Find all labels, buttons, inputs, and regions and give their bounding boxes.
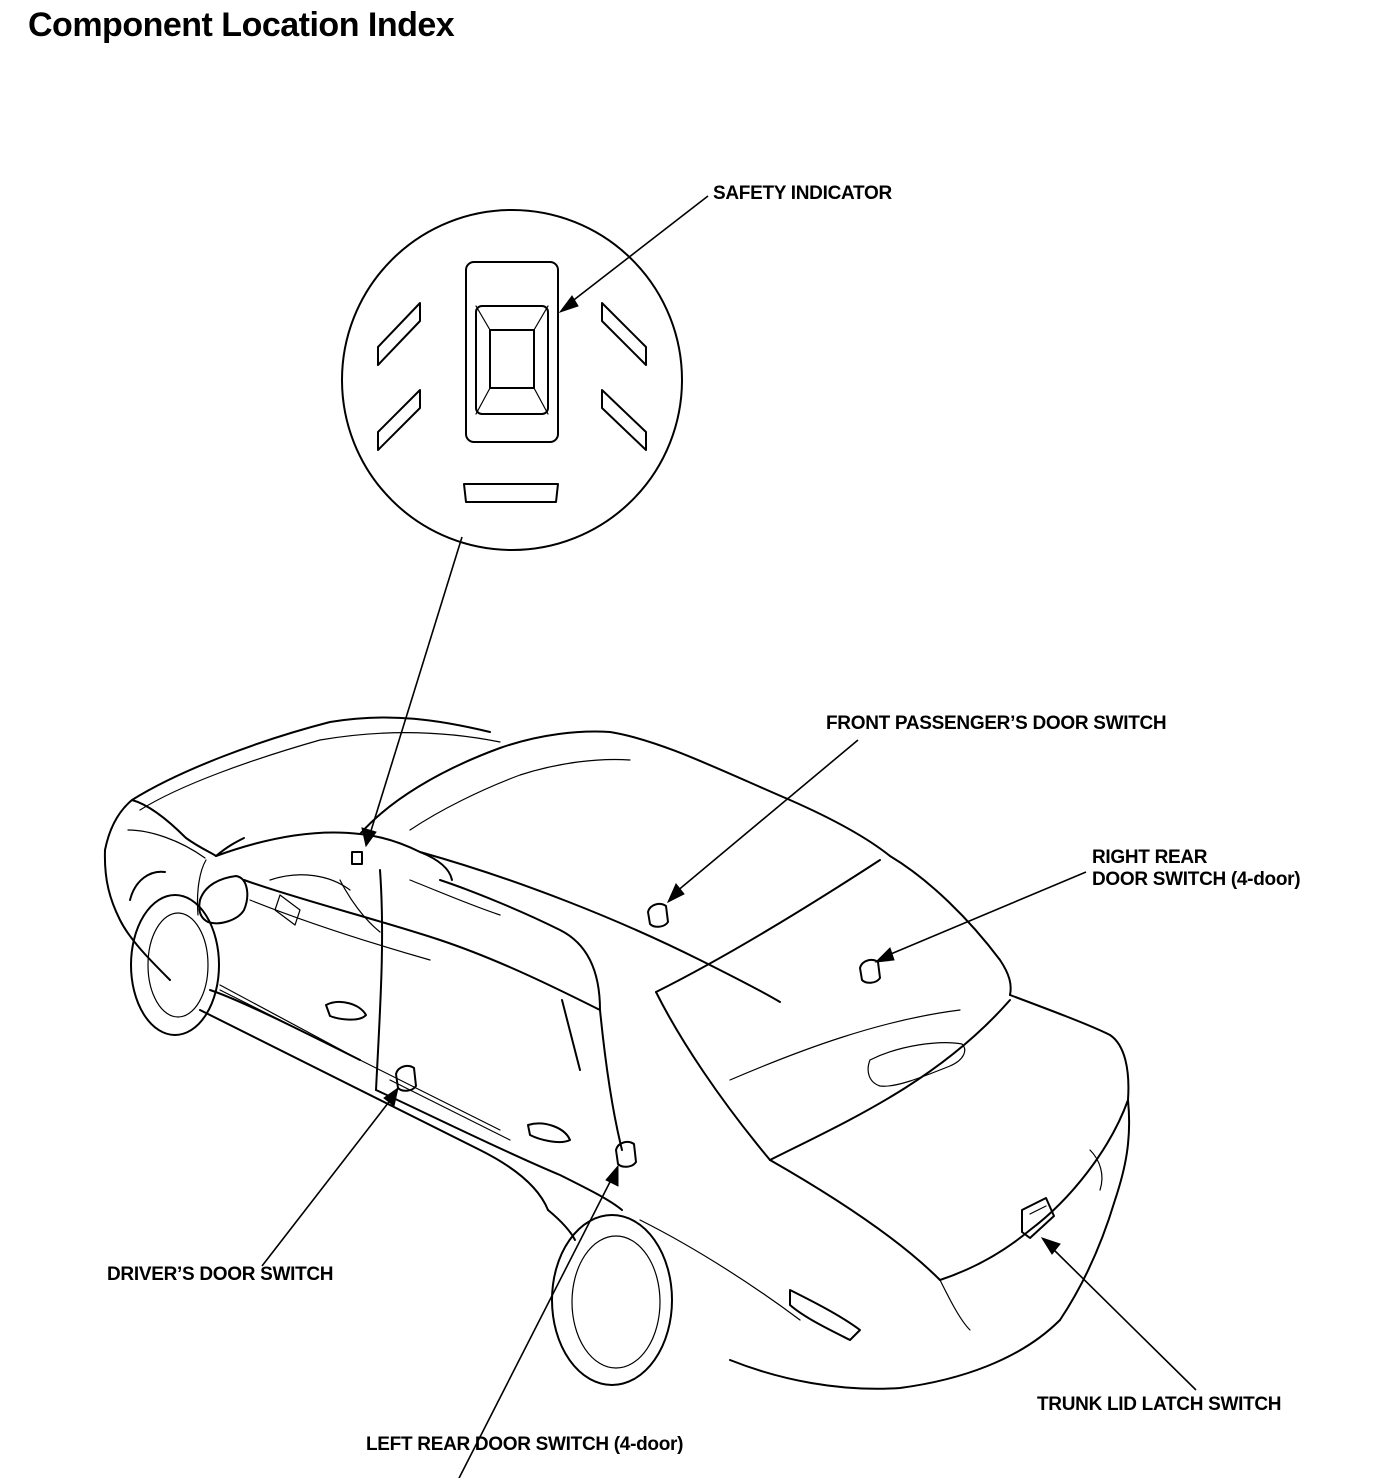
indicator-rear-left-lamp bbox=[377, 389, 421, 451]
inset-circle bbox=[341, 209, 683, 551]
leader-inset-to-car bbox=[361, 536, 463, 848]
indicator-front-left-lamp bbox=[377, 302, 421, 366]
label-right-rear-door-switch-line2: DOOR SWITCH (4-door) bbox=[1092, 869, 1301, 890]
car-illustration bbox=[103, 716, 1131, 1390]
label-trunk-lid-latch-switch: TRUNK LID LATCH SWITCH bbox=[1037, 1394, 1282, 1415]
indicator-car-icon bbox=[465, 261, 559, 443]
leader-front-passenger-door-switch bbox=[666, 739, 859, 904]
leader-right-rear-door-switch bbox=[874, 871, 1087, 963]
label-right-rear-door-switch-line1: RIGHT REAR bbox=[1092, 847, 1208, 868]
page-title: Component Location Index bbox=[28, 6, 455, 44]
leader-drivers-door-switch bbox=[261, 1086, 399, 1267]
indicator-rear-right-lamp bbox=[601, 389, 647, 451]
leader-safety-indicator bbox=[558, 195, 709, 313]
indicator-trunk-lamp bbox=[463, 483, 559, 503]
indicator-front-right-lamp bbox=[601, 302, 647, 366]
left-rear-door-switch-part bbox=[615, 1141, 637, 1168]
label-front-passenger-door-switch: FRONT PASSENGER’S DOOR SWITCH bbox=[826, 713, 1167, 734]
leader-trunk-lid-latch-switch bbox=[1040, 1237, 1197, 1391]
drivers-door-switch-part bbox=[395, 1065, 417, 1092]
right-rear-door-switch-part bbox=[859, 959, 881, 984]
safety-indicator-inset bbox=[341, 209, 683, 551]
label-left-rear-door-switch: LEFT REAR DOOR SWITCH (4-door) bbox=[366, 1434, 684, 1455]
label-drivers-door-switch: DRIVER’S DOOR SWITCH bbox=[107, 1264, 334, 1285]
safety-indicator-location-mark bbox=[351, 851, 363, 865]
trunk-lid-latch-switch-part bbox=[1021, 1197, 1055, 1239]
rear-wheel bbox=[551, 1214, 673, 1386]
front-passenger-door-switch-part bbox=[647, 903, 669, 928]
label-safety-indicator: SAFETY INDICATOR bbox=[713, 183, 892, 204]
front-wheel bbox=[130, 894, 220, 1036]
leader-left-rear-door-switch bbox=[458, 1164, 619, 1478]
